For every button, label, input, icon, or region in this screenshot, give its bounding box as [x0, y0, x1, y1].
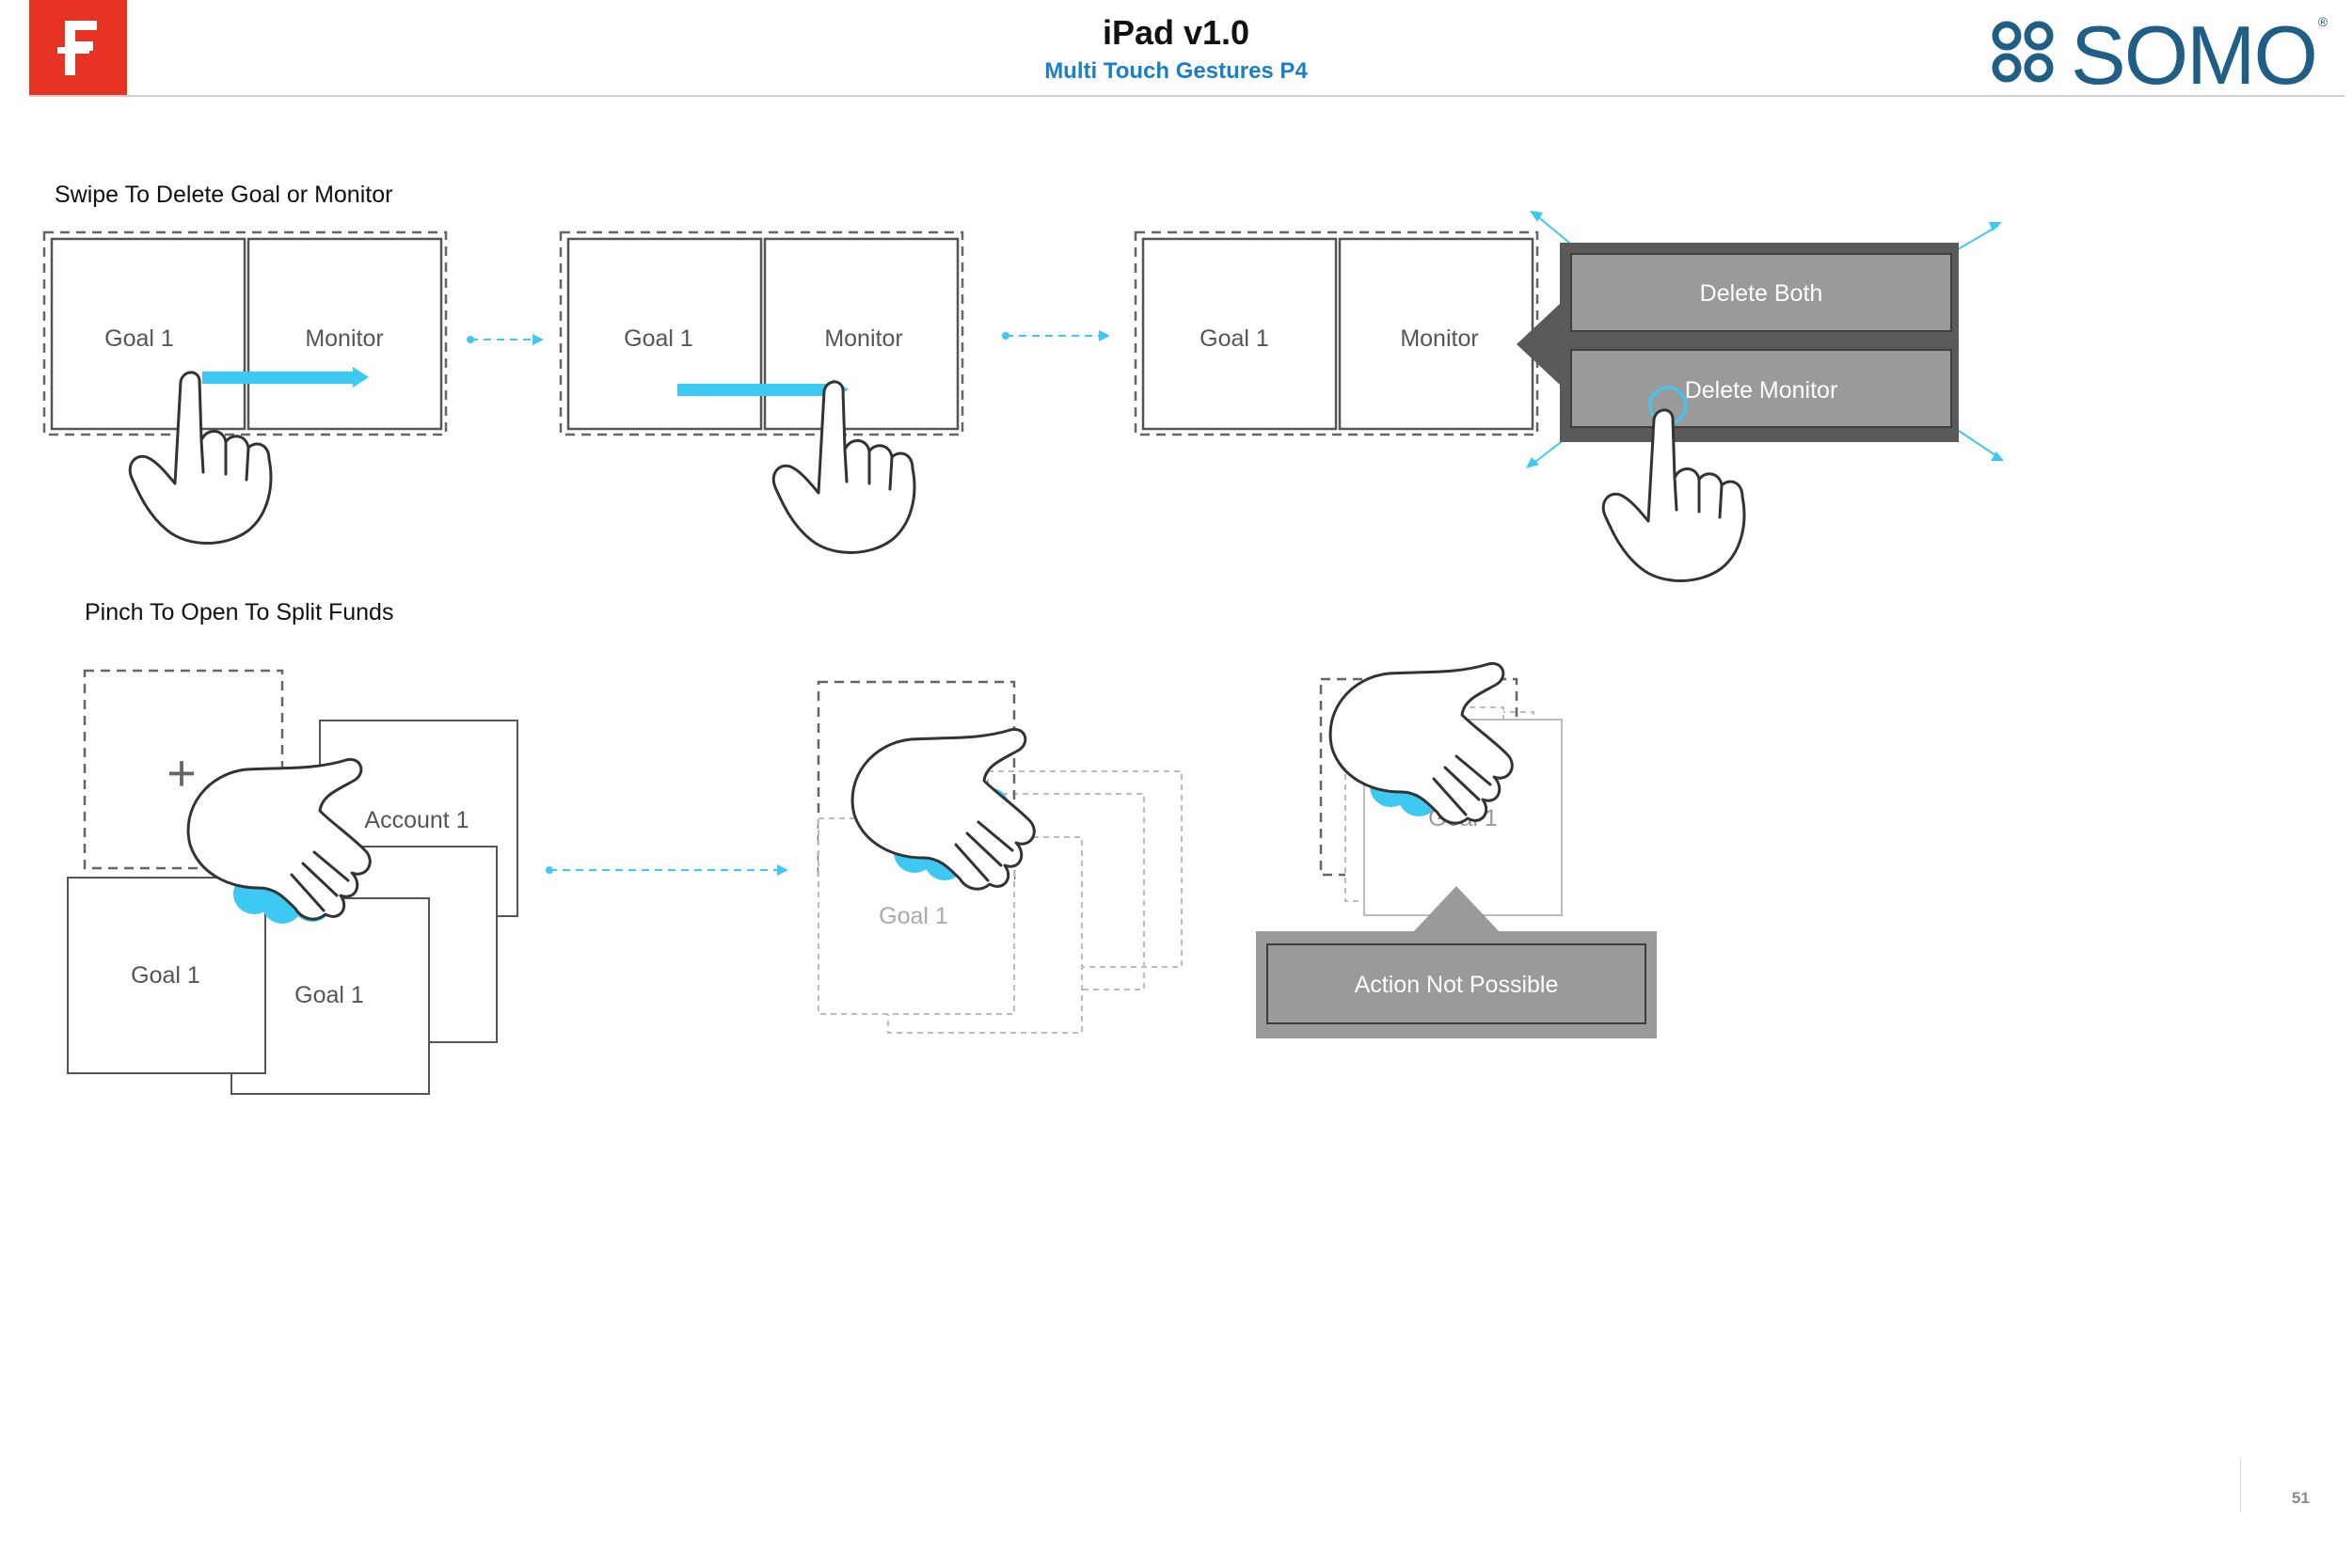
alert-pointer — [1412, 886, 1501, 933]
clover-knot-icon — [1992, 21, 2054, 83]
pinch-frame-1: + Account 1 Goal 1 Goal 1 — [67, 669, 518, 1095]
plus-icon: + — [167, 745, 197, 801]
brand-logo: SOMO ® — [1990, 8, 2328, 102]
alert-message: Action Not Possible — [1355, 972, 1559, 998]
swipe-frame-2-outline — [559, 230, 964, 436]
pinch-section-label: Pinch To Open To Split Funds — [85, 599, 394, 626]
swipe-section-label: Swipe To Delete Goal or Monitor — [55, 182, 393, 208]
goal-tile[interactable] — [1141, 237, 1338, 431]
monitor-tile[interactable] — [246, 237, 443, 431]
swipe-frame-2: Goal 1 Monitor — [559, 230, 964, 554]
page-number-divider — [2240, 1458, 2241, 1513]
add-goal-placeholder — [817, 680, 1016, 881]
goal-tile-label: Goal 1 — [104, 325, 174, 352]
delete-both-label: Delete Both — [1700, 280, 1823, 307]
swipe-frame-3: Goal 1 Monitor Delete Both Delete Monito… — [1134, 211, 2004, 582]
monitor-tile-label: Monitor — [305, 325, 383, 352]
f-logo-icon — [29, 0, 127, 96]
page-number: 51 — [2292, 1489, 2310, 1507]
swipe-arrow-head — [353, 367, 369, 388]
swipe-frame-1: Goal 1 Monitor — [42, 230, 448, 545]
flow-connector-2 — [1002, 330, 1110, 341]
swipe-frame-1-outline — [42, 230, 448, 436]
monitor-tile-label: Monitor — [1400, 325, 1478, 352]
action-not-possible-alert — [1266, 943, 1646, 1024]
page-title: iPad v1.0 — [1102, 13, 1250, 52]
goal-card-label: Goal 1 — [294, 982, 364, 1008]
goal-card[interactable] — [67, 877, 266, 1074]
registered-mark: ® — [2317, 14, 2328, 29]
pinch-frame-2: Goal 1 — [817, 680, 1183, 1034]
swipe-arrow-shaft — [677, 384, 833, 396]
monitor-tile-label: Monitor — [824, 325, 902, 352]
delete-menu-pointer — [1517, 304, 1560, 385]
goal-tile-label: Goal 1 — [624, 325, 693, 352]
f-logo-shape — [29, 0, 127, 96]
account-card-label: Account 1 — [364, 807, 469, 833]
monitor-tile[interactable] — [1338, 237, 1534, 431]
faded-card — [987, 770, 1183, 968]
delete-monitor-button[interactable] — [1570, 349, 1952, 428]
flow-connector-1 — [467, 334, 544, 345]
faded-goal-label: Goal 1 — [879, 903, 948, 929]
pinch-frame-3: Goal 1 Action Not Possible — [1256, 661, 1657, 1038]
monitor-tile[interactable] — [763, 237, 960, 431]
goal-tile[interactable] — [566, 237, 763, 431]
brand-name: SOMO — [2071, 8, 2318, 102]
swipe-arrow-shaft — [202, 372, 355, 384]
goal-card-label: Goal 1 — [131, 962, 200, 989]
expand-arrow-heads — [1526, 211, 2004, 468]
delete-monitor-label: Delete Monitor — [1685, 377, 1838, 404]
goal-tile[interactable] — [50, 237, 246, 431]
header-divider — [29, 95, 2344, 97]
flow-connector-3 — [546, 864, 788, 876]
delete-both-button[interactable] — [1570, 253, 1952, 332]
goal-tile-label: Goal 1 — [1200, 325, 1269, 352]
page-subtitle: Multi Touch Gestures P4 — [1044, 58, 1308, 84]
